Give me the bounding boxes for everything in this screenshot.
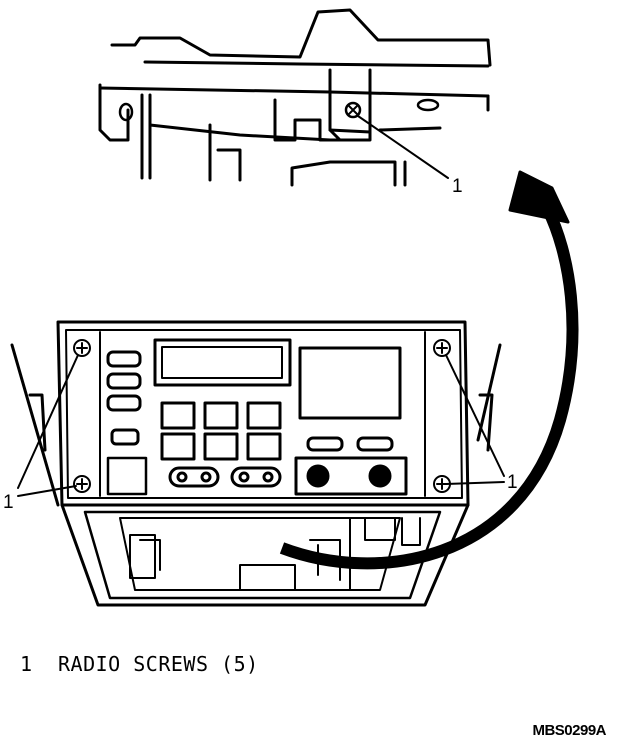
callout-top-label: 1: [452, 176, 463, 197]
radio-screw-top-right: [433, 339, 451, 357]
curved-arrow: [279, 170, 579, 570]
radio-screw-top-left: [73, 339, 91, 357]
radio-unit: [10, 320, 502, 607]
legend-number: 1: [20, 652, 33, 676]
callout-left-label: 1: [3, 492, 14, 513]
callout-leaders: [17, 354, 505, 497]
radio-screw-bottom-left: [73, 475, 91, 493]
callout-right-label: 1: [507, 472, 518, 493]
upper-mounting-bracket: [98, 8, 492, 187]
legend-text: RADIO SCREWS (5): [58, 652, 259, 676]
figure-code: MBS0299A: [532, 722, 606, 739]
legend: 1 RADIO SCREWS (5): [20, 652, 259, 676]
